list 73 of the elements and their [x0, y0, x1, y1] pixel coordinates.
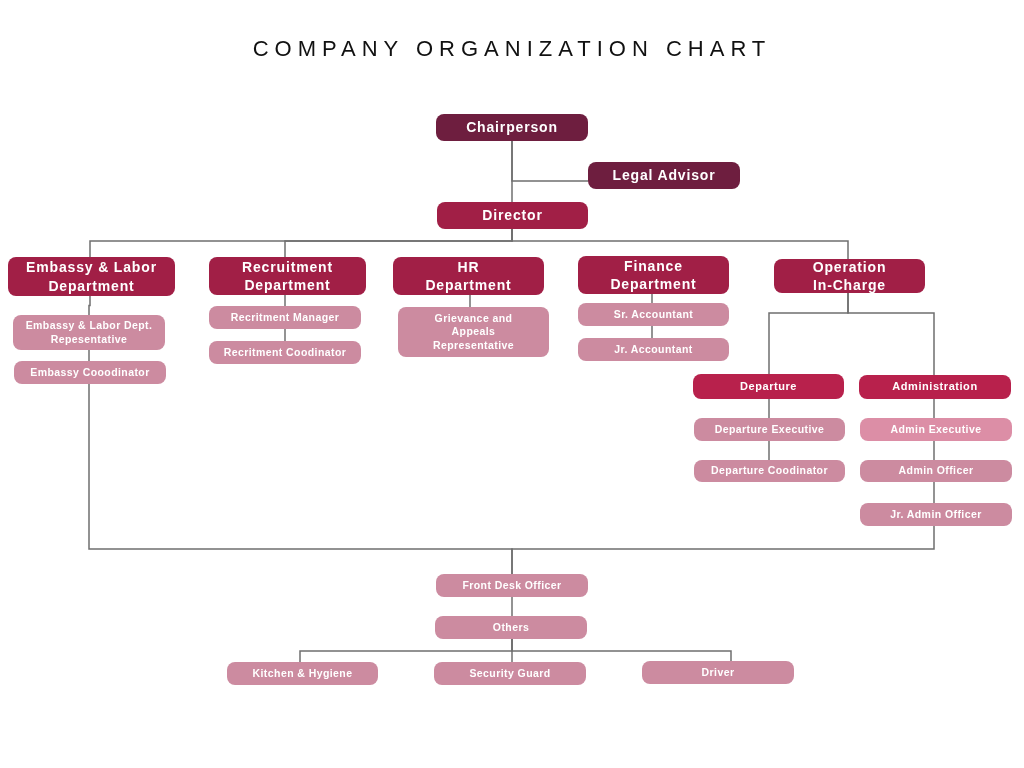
role-title: Grievance and Appeals Representative — [431, 311, 516, 353]
connector-line — [469, 294, 471, 308]
role-box — [227, 662, 378, 685]
role-title: Jr. Admin Officer — [890, 507, 982, 522]
role-title: Admin Officer — [898, 464, 974, 478]
connector-line — [88, 349, 90, 362]
connector-line — [768, 398, 770, 419]
role-box — [693, 374, 844, 399]
role-box — [434, 662, 586, 685]
connector-line — [933, 398, 935, 419]
role-title: Kitchen & Hygiene — [252, 666, 353, 681]
connector-line — [651, 293, 653, 304]
connector-line — [933, 440, 935, 461]
role-title: Chairperson — [466, 118, 558, 137]
role-box — [860, 460, 1012, 482]
role-title: Driver — [701, 665, 735, 680]
role-title: Embassy & Labor Dept. Repesentative — [24, 318, 154, 347]
role-title: Recritment Manager — [230, 310, 340, 325]
role-title: Sr. Accountant — [613, 307, 694, 322]
connector-line — [651, 325, 653, 339]
role-title: Departure Executive — [714, 422, 825, 437]
role-box — [393, 257, 544, 295]
role-title: Finance Department — [609, 256, 698, 294]
role-title: Administration — [892, 380, 978, 394]
role-box — [209, 341, 361, 364]
role-box — [642, 661, 794, 684]
connector-line — [511, 140, 589, 182]
connector-line — [511, 638, 732, 662]
role-title: Recritment Coodinator — [223, 345, 347, 360]
role-title: Others — [492, 620, 530, 635]
role-box — [436, 574, 588, 597]
role-title: Operation In-Charge — [811, 257, 888, 295]
role-box — [588, 162, 740, 189]
role-box — [578, 338, 729, 361]
role-title: Director — [482, 206, 543, 225]
role-box — [436, 114, 588, 141]
role-box — [694, 460, 845, 482]
role-box — [398, 307, 549, 357]
role-title: Recruitment Department — [241, 257, 334, 295]
role-title: Admin Executive — [890, 422, 982, 437]
role-title: Front Desk Officer — [462, 578, 562, 593]
role-title: HR Department — [424, 257, 513, 295]
role-box — [860, 418, 1012, 441]
connector-line — [88, 295, 91, 316]
role-title: Departure Coodinator — [711, 464, 828, 478]
role-box — [859, 375, 1011, 399]
connector-line — [511, 228, 849, 260]
role-title: Embassy & Labor Department — [25, 258, 158, 295]
connector-line — [768, 440, 770, 461]
role-box — [13, 315, 165, 350]
connector-line — [284, 328, 286, 342]
role-box — [435, 616, 587, 639]
role-box — [209, 257, 366, 295]
connector-line — [511, 596, 513, 617]
role-box — [578, 303, 729, 326]
role-title: Departure — [740, 379, 797, 394]
role-box — [694, 418, 845, 441]
connector-line — [847, 292, 935, 376]
role-box — [209, 306, 361, 329]
role-box — [8, 257, 175, 296]
role-box — [578, 256, 729, 294]
role-title: Legal Advisor — [612, 166, 716, 185]
role-box — [774, 259, 925, 293]
chart-title: COMPANY ORGANIZATION CHART — [252, 36, 772, 62]
role-title: Jr. Accountant — [614, 342, 693, 357]
role-box — [860, 503, 1012, 526]
role-title: Embassy Cooodinator — [30, 365, 150, 380]
connector-line — [933, 481, 935, 504]
connector-line — [511, 525, 935, 575]
role-title: Security Guard — [469, 666, 551, 681]
role-box — [437, 202, 588, 229]
role-box — [14, 361, 166, 384]
connector-line — [284, 294, 286, 307]
